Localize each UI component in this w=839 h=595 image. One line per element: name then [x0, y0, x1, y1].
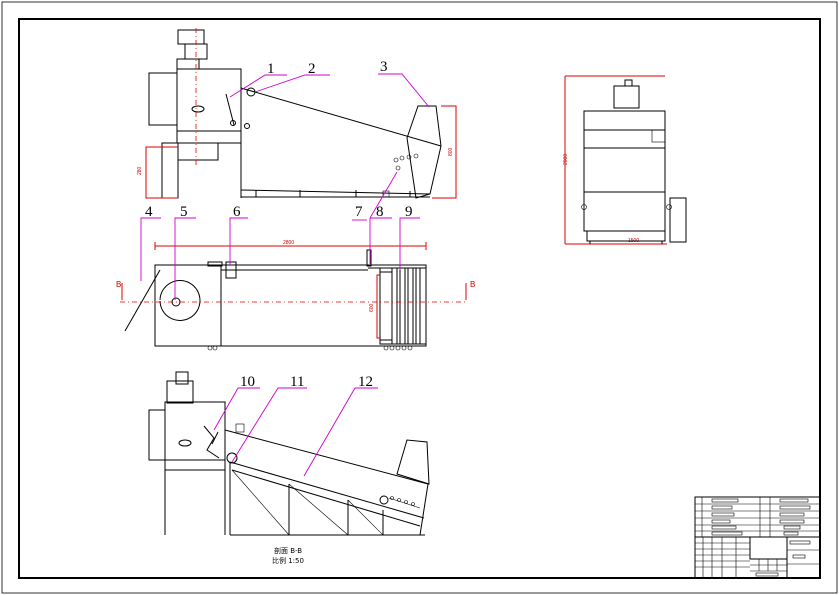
callout-10: 10: [240, 374, 255, 390]
callout-4: 4: [145, 204, 153, 220]
section-caption-title: 剖面 B-B: [274, 546, 302, 555]
side-elevation-view: 280 800: [137, 28, 457, 199]
leader-3: [378, 73, 430, 108]
callout-12: 12: [358, 374, 373, 390]
svg-text:800: 800: [448, 147, 454, 156]
callout-9: 9: [405, 204, 413, 220]
section-caption-scale: 比例 1:50: [272, 556, 304, 565]
svg-text:600: 600: [369, 303, 375, 312]
callout-1: 1: [267, 61, 275, 77]
leader-4: [140, 217, 161, 281]
leader-8b: [369, 171, 398, 219]
callout-2: 2: [308, 61, 316, 77]
leader-2: [254, 74, 330, 93]
callouts-top: 1 2 3: [229, 59, 430, 108]
svg-text:280: 280: [137, 166, 143, 175]
svg-text:2800: 2800: [283, 240, 294, 246]
svg-text:2000: 2000: [563, 154, 569, 165]
callout-6: 6: [233, 204, 241, 220]
leader-11: [231, 387, 307, 463]
callout-8: 8: [376, 204, 384, 220]
callouts-bottom: 10 11 12: [213, 374, 378, 477]
title-block: [694, 496, 821, 579]
section-caption: 剖面 B-B 比例 1:50: [272, 546, 304, 565]
leader-9: [399, 217, 420, 270]
section-marker-left: B: [116, 280, 121, 289]
plan-view: 2800 600 B B: [116, 240, 475, 351]
callout-5: 5: [180, 204, 188, 220]
section-marker-right: B: [470, 280, 475, 289]
leader-10: [213, 387, 260, 431]
callout-7: 7: [355, 204, 363, 220]
callout-11: 11: [290, 374, 304, 390]
leader-12: [303, 387, 378, 477]
section-bb-view: [148, 371, 430, 536]
leader-1: [229, 74, 287, 98]
end-elevation-view: 2000 1500: [563, 75, 687, 245]
callout-3: 3: [380, 59, 388, 75]
inner-frame: [18, 18, 821, 579]
callouts-middle: 4 5 6 7 8 9: [140, 171, 420, 300]
leader-6: [229, 217, 248, 265]
leader-5: [174, 217, 196, 300]
